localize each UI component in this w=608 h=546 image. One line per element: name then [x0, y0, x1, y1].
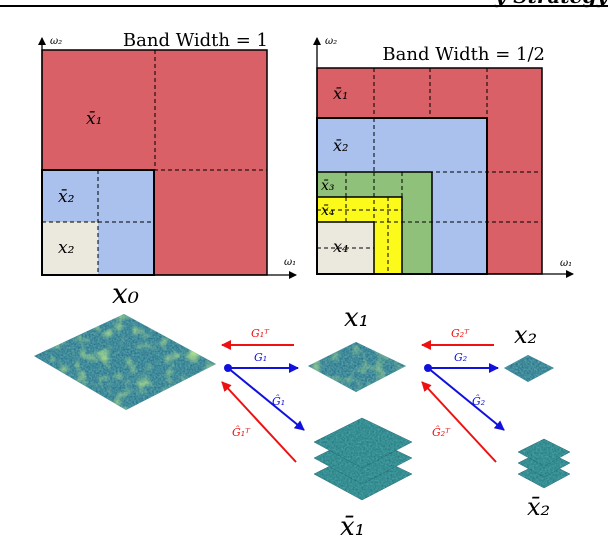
panel-title: Band Width = 1 [123, 30, 268, 51]
panel-band-width-half: ω₂ ω₁ Band Width = 1/2 x̄₁ x̄₂ x̄₃ x̄₄ x… [313, 36, 574, 278]
arrow-G1hat [227, 367, 305, 431]
label-G2hat: Ĝ₂ [472, 394, 485, 408]
label-xbar1: x̄₁ [340, 512, 365, 542]
axis-x-label: ω₁ [560, 258, 572, 269]
axis-x-label: ω₁ [284, 257, 296, 268]
label-x1: x₁ [344, 303, 369, 333]
image-stack-xbar2 [517, 438, 571, 489]
image-x0 [34, 314, 216, 410]
label-xbar2: x̄₂ [333, 136, 348, 155]
label-x0: x₀ [112, 277, 139, 310]
image-stack-xbar1 [313, 417, 413, 501]
label-xbar1: x̄₁ [333, 84, 348, 103]
label-xbar2: x̄₂ [527, 493, 550, 521]
axis-y-label: ω₂ [50, 36, 62, 47]
operator-arrows-level-2: G₂ᵀ G₂ Ĝ₂ Ĝ₂ᵀ [421, 327, 505, 463]
image-x1 [308, 342, 406, 392]
label-xbar3: x̄₃ [321, 178, 335, 194]
label-G1T: G₁ᵀ [251, 327, 270, 340]
image-x2 [504, 355, 554, 382]
arrow-G1hatT [221, 381, 297, 463]
operator-arrows-level-1: G₁ᵀ G₁ Ĝ₁ Ĝ₁ᵀ [221, 327, 305, 463]
label-G1hat: Ĝ₁ [272, 394, 285, 408]
arrow-G2hatT [421, 381, 497, 463]
label-G2: G₂ [454, 351, 467, 364]
label-x4: x₄ [333, 237, 348, 256]
label-x2: x₂ [514, 321, 537, 349]
label-x2: x₂ [58, 238, 75, 258]
axis-y-label: ω₂ [325, 36, 337, 47]
arrow-G2hat [427, 367, 505, 431]
panel-band-width-1: ω₂ ω₁ Band Width = 1 x̄₁ x̄₂ x₂ [38, 30, 297, 279]
label-G2T: G₂ᵀ [451, 327, 470, 340]
header-partial-text: y Strategy [494, 0, 608, 8]
label-xbar1: x̄₁ [86, 109, 102, 129]
label-G1hatT: Ĝ₁ᵀ [232, 425, 251, 439]
label-G2hatT: Ĝ₂ᵀ [432, 425, 451, 439]
label-xbar4: x̄₄ [321, 203, 335, 219]
label-xbar2: x̄₂ [58, 187, 75, 207]
panel-title: Band Width = 1/2 [382, 44, 545, 65]
label-G1: G₁ [254, 351, 267, 364]
region-x2 [42, 222, 98, 275]
